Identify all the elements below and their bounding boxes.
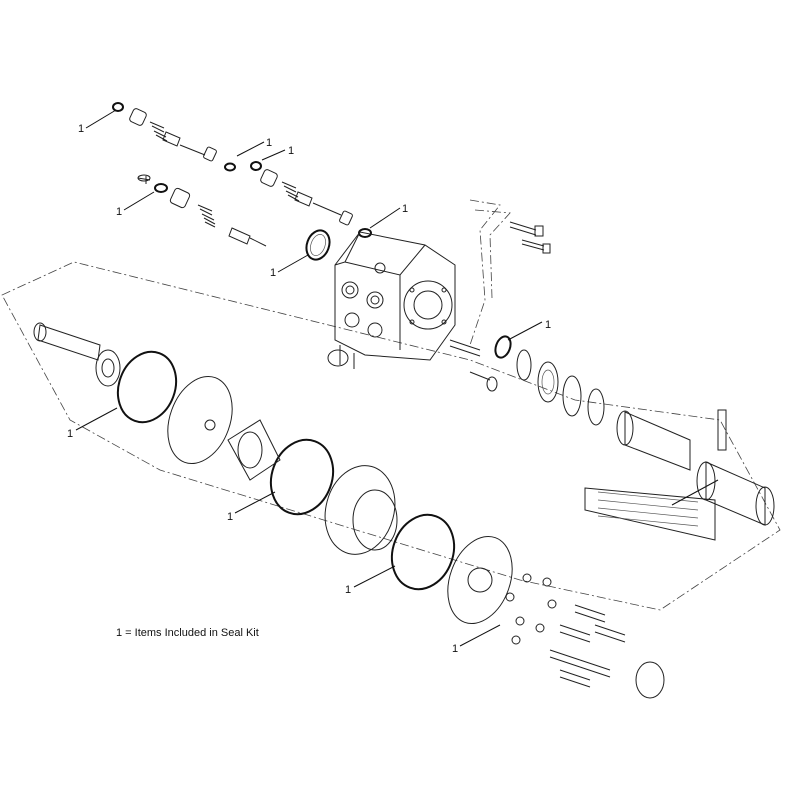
callout-number: 1 xyxy=(266,137,272,149)
o-ring-large xyxy=(116,350,178,424)
callout-number: 1 xyxy=(402,203,408,215)
callout-3: 1 xyxy=(261,145,294,161)
o-ring-large xyxy=(269,438,335,516)
callout-number: 1 xyxy=(345,584,351,596)
callout-5: 1 xyxy=(369,203,408,229)
o-ring xyxy=(154,183,168,193)
large-seal-rings xyxy=(116,350,456,591)
right-side-parts xyxy=(449,335,775,526)
callout-1: 1 xyxy=(78,109,117,135)
callout-10: 1 xyxy=(345,565,396,596)
callout-number: 1 xyxy=(227,511,233,523)
o-ring xyxy=(250,161,262,171)
washers-and-bolts xyxy=(505,573,665,699)
callout-number: 1 xyxy=(288,145,294,157)
callout-number: 1 xyxy=(67,428,73,440)
callout-9: 1 xyxy=(227,491,276,523)
valve-stack-upper xyxy=(112,102,372,238)
callout-4: 1 xyxy=(116,191,155,218)
callout-number: 1 xyxy=(116,206,122,218)
o-ring xyxy=(494,335,512,359)
drive-shaft xyxy=(33,322,121,387)
o-ring-large xyxy=(390,513,456,591)
seal-kit-legend: 1 = Items Included in Seal Kit xyxy=(116,627,259,639)
plates-and-rotor xyxy=(167,375,513,625)
valve-stack-lower xyxy=(137,174,331,261)
valve-body xyxy=(327,231,456,369)
assembly-boundary xyxy=(1,199,781,611)
callout-2: 1 xyxy=(236,137,272,157)
callout-11: 1 xyxy=(452,624,501,655)
callout-number: 1 xyxy=(452,643,458,655)
fittings-upper-right xyxy=(509,221,551,254)
decal-sheet xyxy=(584,479,719,541)
gasket-ring xyxy=(305,229,331,261)
callout-6: 1 xyxy=(270,254,309,279)
o-ring xyxy=(224,162,236,172)
callout-8: 1 xyxy=(67,407,118,440)
callout-labels: 1 1 1 1 1 1 1 1 xyxy=(67,109,551,655)
callout-number: 1 xyxy=(270,267,276,279)
callout-number: 1 xyxy=(78,123,84,135)
o-ring xyxy=(112,102,124,112)
callout-7: 1 xyxy=(507,319,551,341)
callout-number: 1 xyxy=(545,319,551,331)
